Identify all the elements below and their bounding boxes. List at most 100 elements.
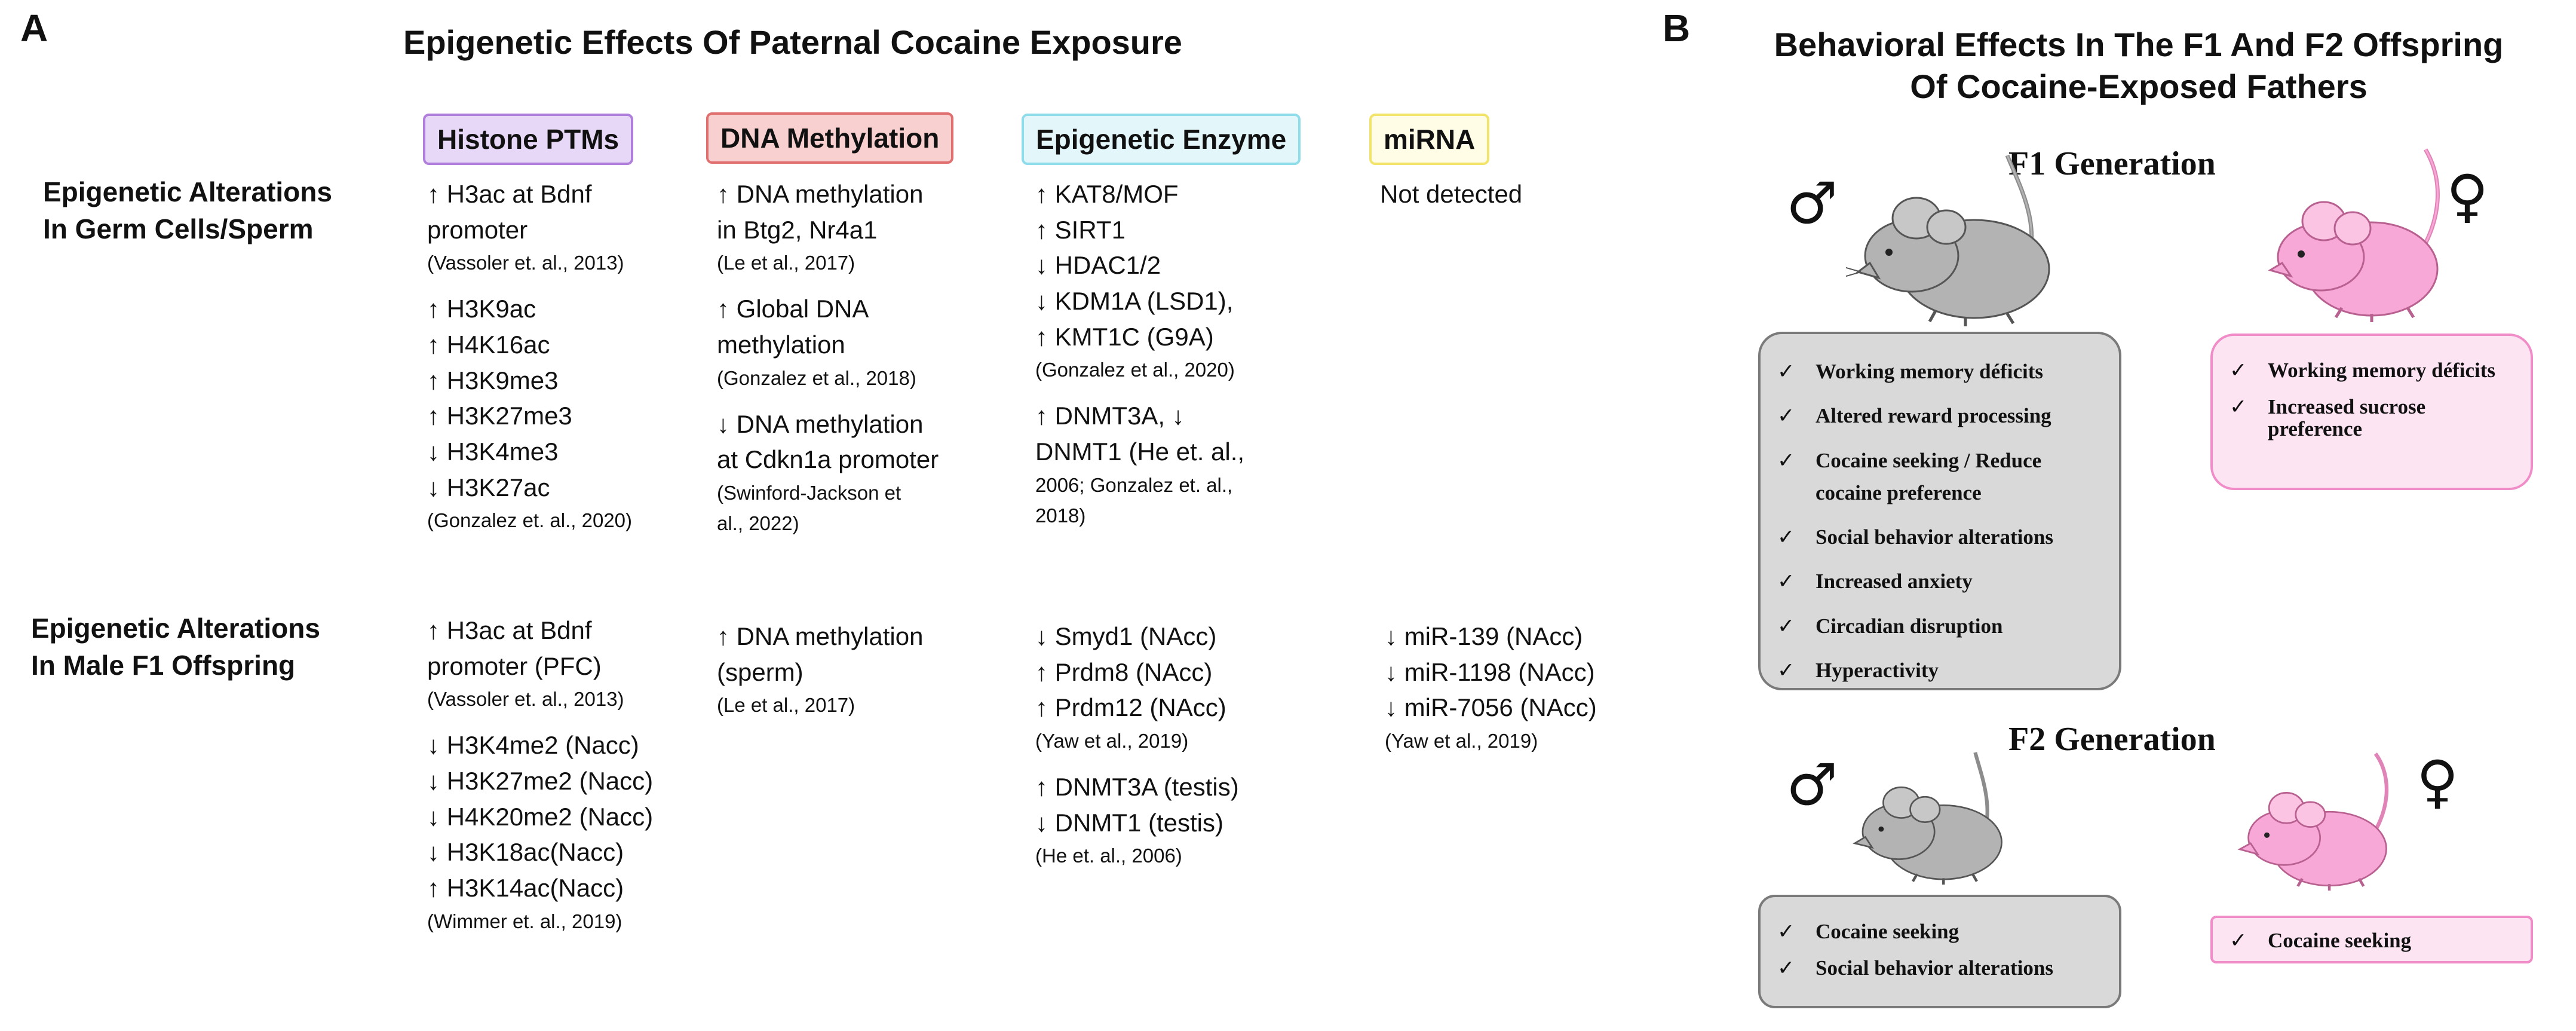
check-icon: ✓ (1777, 614, 1795, 638)
cell-line: ↑ H3ac at Bdnf (427, 180, 592, 208)
behavior-text: Altered reward processing (1816, 404, 2051, 428)
cell-line: ↓ H4K20me2 (Nacc) (427, 802, 654, 831)
panel-b-letter: B (1663, 7, 1691, 50)
male-symbol-icon-f2: ♂ (1786, 751, 1838, 818)
behavior-item: ✓Increased sucrose preference (2230, 396, 2514, 440)
cell-line: ↑ KMT1C (G9A) (1035, 322, 1214, 351)
cell-line: ↑ H3K14ac(Nacc) (427, 873, 624, 902)
f1-generation-title: F1 Generation (2008, 145, 2216, 182)
behavior-item: ✓ Cocaine seeking (2230, 929, 2514, 953)
male-mouse-icon (1846, 154, 2050, 326)
f2-female-behavior-box: ✓ Cocaine seeking (2210, 916, 2533, 963)
row-header-male-f1-line1: Epigenetic Alterations (31, 613, 320, 644)
check-icon: ✓ (1777, 570, 1795, 594)
behavior-item: ✓Working memory déficits (2230, 359, 2514, 383)
cell-line: ↓ H3K18ac(Nacc) (427, 838, 624, 867)
cell-line: ↑ Prdm8 (NAcc) (1035, 657, 1213, 686)
citation: (Swinford-Jackson et al., 2022) (717, 482, 901, 535)
citation: 2006; Gonzalez et. al., 2018) (1035, 473, 1233, 527)
cell-line: ↓ HDAC1/2 (1035, 251, 1161, 280)
cell-line: ↓ H3K27ac (427, 473, 550, 501)
female-symbol-icon: ♀ (2446, 163, 2489, 230)
behavior-text: Increased anxiety (1816, 570, 1973, 593)
behavior-text: Social behavior alterations (1816, 525, 2053, 549)
behavior-text: Cocaine seeking (1816, 920, 1959, 943)
f2-male-behavior-box: ✓ Cocaine seeking ✓Social behavior alterat… (1758, 895, 2121, 1008)
cell-f1-mirna: ↓ miR-139 (NAcc) ↓ miR-1198 (NAcc) ↓ miR-7… (1385, 619, 1597, 769)
behavior-text: Cocaine seeking (2268, 929, 2412, 952)
check-icon: ✓ (1777, 360, 1795, 384)
behavior-item: ✓ Cocaine seeking (1777, 920, 2102, 944)
behavior-text: Circadian disruption (1816, 614, 2003, 638)
cell-line: ↑ H3ac at Bdnf (427, 616, 592, 644)
check-icon: ✓ (2230, 359, 2247, 383)
cell-line: Not detected (1380, 180, 1523, 208)
cell-germ-mirna: Not detected (1380, 176, 1522, 212)
panel-b-title-line1: Behavioral Effects In The F1 And F2 Offs… (1774, 26, 2504, 63)
cell-line: ↓ H3K27me2 (Nacc) (427, 767, 654, 796)
cell-line: ↓ miR-7056 (NAcc) (1385, 693, 1597, 722)
behavior-text: Working memory déficits (1816, 360, 2044, 383)
cell-line: ↑ H3K9ac (427, 295, 536, 323)
cell-f1-enzyme: ↓ Smyd1 (NAcc)↑ Prdm8 (NAcc)↑ Prdm12 (NA… (1035, 619, 1239, 884)
cell-line: ↓ KDM1A (LSD1), (1035, 286, 1234, 315)
row-header-germ-cells: Epigenetic Alterations In Germ Cells/Spe… (43, 173, 332, 247)
cell-line: ↑ KAT8/MOF (1035, 180, 1179, 208)
cell-line: ↓ Smyd1 (NAcc) (1035, 622, 1217, 650)
row-header-germ-cells-line1: Epigenetic Alterations (43, 176, 332, 207)
female-symbol-icon-f2: ♀ (2416, 748, 2459, 815)
behavior-text: Cocaine seeking / Reduce cocaine prefere… (1816, 448, 2042, 504)
cell-f1-dna-methylation: ↑ DNA methylation(sperm)(Le et al., 2017… (717, 619, 923, 733)
behavior-item: ✓ Increased anxiety (1777, 565, 2102, 598)
check-icon: ✓ (1777, 525, 1795, 549)
f2-generation-title: F2 Generation (2008, 721, 2216, 758)
behavior-text: Hyperactivity (1816, 658, 1939, 682)
behavior-item: ✓ Hyperactivity (1777, 654, 2102, 687)
cell-line: ↓ miR-1198 (NAcc) (1385, 657, 1595, 686)
column-header-mirna: miRNA (1369, 114, 1490, 165)
male-symbol-icon: ♂ (1786, 170, 1838, 237)
check-icon: ✓ (1777, 920, 1795, 944)
cell-line: ↓ DNA methylation (717, 409, 924, 438)
behavior-item: ✓ Working memory déficits (1777, 356, 2102, 388)
check-icon: ✓ (1777, 404, 1795, 429)
cell-line: ↓ H3K4me2 (Nacc) (427, 731, 639, 760)
behavior-item: ✓ Circadian disruption (1777, 610, 2102, 643)
cell-line: ↓ H3K4me3 (427, 437, 559, 466)
behavior-text: Social behavior alterations (1816, 956, 2053, 980)
citation: (Le et al., 2017) (717, 694, 855, 717)
citation: (Le et al., 2017) (717, 252, 855, 274)
panel-b-title: Behavioral Effects In The F1 And F2 Offs… (1709, 24, 2569, 108)
citation: (Yaw et al., 2019) (1035, 729, 1189, 752)
behavior-item: ✓Social behavior alterations (1777, 957, 2102, 980)
check-icon: ✓ (2230, 929, 2247, 953)
row-header-male-f1-line2: In Male F1 Offspring (31, 650, 296, 681)
cell-germ-enzyme: ↑ KAT8/MOF ↑ SIRT1 ↓ HDAC1/2 ↓ KDM1A (LSD1)… (1035, 176, 1244, 544)
cell-line: ↑ SIRT1 (1035, 215, 1126, 244)
citation: (Yaw et al., 2019) (1385, 729, 1538, 752)
row-header-male-f1: Epigenetic Alterations In Male F1 Offspr… (31, 610, 320, 684)
panel-a-letter: A (20, 7, 48, 50)
panel-a-title: Epigenetic Effects Of Paternal Cocaine E… (403, 23, 1182, 61)
cell-line: ↑ H3K9me3 (427, 366, 559, 394)
cell-line: at Cdkn1a promoter (717, 445, 939, 474)
cell-line: methylation (717, 331, 845, 359)
column-header-dna-methylation: DNA Methylation (706, 112, 954, 164)
behavior-item: ✓ Altered reward processing (1777, 400, 2102, 432)
panel-b-title-line2: Of Cocaine-Exposed Fathers (1910, 68, 2368, 105)
cell-line: (sperm) (717, 657, 804, 686)
citation: (Gonzalez et. al., 2020) (427, 509, 633, 532)
cell-line: ↓ miR-139 (NAcc) (1385, 622, 1583, 650)
male-mouse-icon-f2 (1853, 752, 2002, 885)
cell-line: DNMT1 (He et. al., (1035, 437, 1245, 466)
cell-line: ↑ DNMT3A, ↓ (1035, 402, 1185, 430)
citation: (Gonzalez et al., 2018) (717, 366, 916, 389)
cell-line: promoter (PFC) (427, 651, 602, 680)
f1-male-behavior-box: ✓ Working memory déficits ✓ Altered reward … (1758, 332, 2121, 690)
check-icon: ✓ (1777, 658, 1795, 683)
cell-line: ↑ H4K16ac (427, 331, 550, 359)
cell-line: promoter (427, 215, 528, 244)
